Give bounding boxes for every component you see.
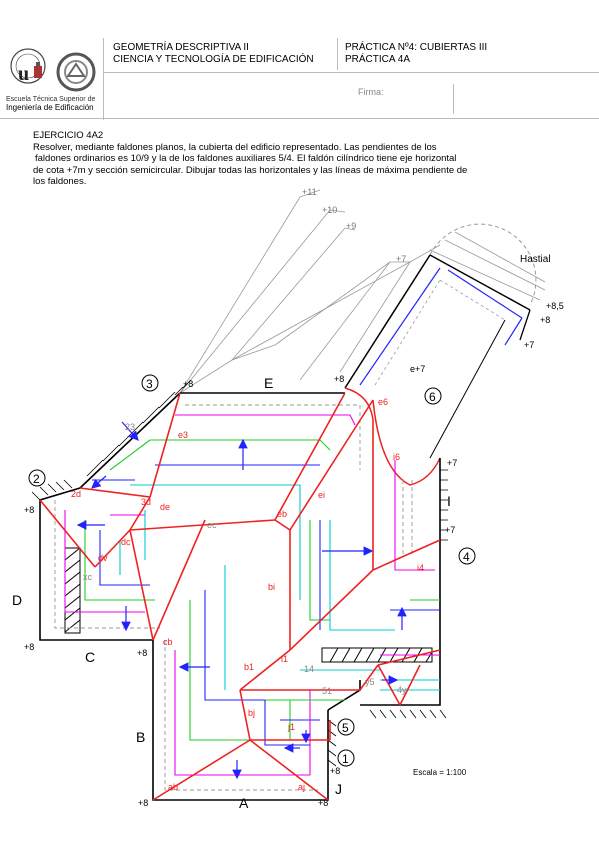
svg-text:+8: +8 [334, 374, 344, 384]
svg-text:eb: eb [277, 509, 287, 519]
svg-text:1: 1 [342, 752, 349, 766]
svg-text:+8: +8 [318, 798, 328, 808]
svg-text:cb: cb [163, 637, 173, 647]
building-perimeter [39, 392, 441, 801]
cylindrical-faldon [344, 223, 537, 486]
svg-text:14: 14 [304, 664, 314, 674]
svg-text:ab: ab [168, 782, 178, 792]
svg-text:e3: e3 [178, 430, 188, 440]
svg-text:3d: 3d [141, 497, 151, 507]
side-B: B [136, 729, 145, 745]
svg-text:+8,5: +8,5 [546, 301, 564, 311]
svg-text:ec: ec [207, 520, 217, 530]
svg-text:+8: +8 [137, 648, 147, 658]
svg-text:bj: bj [248, 708, 255, 718]
side-J: J [335, 781, 342, 797]
header: u Escuela Técnica Superior de Ingeniería… [0, 0, 599, 120]
svg-text:de: de [160, 502, 170, 512]
svg-text:+7: +7 [445, 525, 455, 535]
faldon-labels-gray: 23 ec xc 14 51 y5 4y [83, 422, 407, 696]
svg-text:+9: +9 [346, 221, 356, 231]
wall-hatching [31, 379, 448, 767]
school-seal-icon [56, 52, 96, 92]
horizontals-magenta [64, 414, 440, 776]
elevation-labels-dark: +8,5 +8 +7 +7 +7 +8 +8 +8 +8 +8 +8 +8 +8 [24, 301, 564, 808]
svg-text:xc: xc [83, 572, 93, 582]
chimney-left [64, 547, 81, 634]
school-name: Escuela Técnica Superior de Ingeniería d… [6, 96, 96, 112]
svg-text:j1: j1 [287, 722, 295, 732]
svg-text:+8: +8 [540, 315, 550, 325]
svg-text:2d: 2d [71, 489, 81, 499]
circle-3: 3 [141, 374, 159, 392]
elevation-labels: +11 +10 +9 +7 [302, 187, 406, 264]
ridge-lines [39, 392, 441, 801]
side-I: I [447, 493, 451, 509]
circle-6: 6 [424, 387, 442, 405]
svg-text:+8: +8 [138, 798, 148, 808]
university-logo-icon: u [10, 48, 46, 85]
svg-text:+8: +8 [24, 505, 34, 515]
svg-text:4y: 4y [397, 685, 407, 695]
svg-text:i4: i4 [417, 563, 424, 573]
side-E: E [264, 375, 273, 391]
svg-text:6: 6 [429, 390, 436, 404]
circle-1: 1 [337, 749, 355, 767]
horizontals-cyan [119, 484, 440, 691]
circled-numbers: 1 2 3 4 5 6 [28, 374, 476, 767]
svg-text:+7: +7 [524, 340, 534, 350]
svg-text:+7: +7 [447, 458, 457, 468]
svg-text:+10: +10 [322, 205, 337, 215]
svg-text:y5: y5 [365, 677, 375, 687]
side-D: D [12, 592, 22, 608]
side-C: C [85, 649, 95, 665]
auxiliary-planes [179, 189, 546, 394]
slope-arrows [76, 421, 407, 780]
circle-5: 5 [337, 718, 355, 736]
horizontals-gray [54, 404, 413, 791]
circle-4: 4 [458, 547, 476, 565]
svg-text:+8: +8 [183, 379, 193, 389]
svg-text:e6: e6 [378, 397, 388, 407]
signature-label: Firma: [358, 87, 384, 97]
svg-text:dv: dv [98, 553, 108, 563]
svg-text:51: 51 [322, 686, 332, 696]
side-A: A [239, 795, 249, 811]
svg-text:+11: +11 [302, 187, 317, 197]
svg-text:ei: ei [318, 490, 325, 500]
svg-text:+7: +7 [396, 254, 406, 264]
svg-text:i6: i6 [393, 452, 400, 462]
cylinder-elevation-label: e+7 [410, 364, 425, 374]
side-letters: A B C D E I J [12, 375, 451, 811]
horizontals-blue [92, 464, 440, 746]
hastial-label: Hastial [520, 254, 551, 265]
svg-text:u: u [18, 63, 29, 85]
exercise-title: EJERCICIO 4A2 [33, 130, 104, 141]
course-title: GEOMETRÍA DESCRIPTIVA II CIENCIA Y TECNO… [113, 42, 314, 65]
svg-text:b1: b1 [244, 662, 254, 672]
scale-label: Escala = 1:100 [413, 768, 467, 777]
svg-text:5: 5 [342, 721, 349, 735]
svg-text:bi: bi [268, 582, 275, 592]
svg-text:23: 23 [125, 422, 135, 432]
circle-2: 2 [28, 469, 46, 487]
svg-text:3: 3 [146, 377, 153, 391]
svg-text:+8: +8 [24, 642, 34, 652]
svg-text:2: 2 [33, 472, 40, 486]
svg-text:aj: aj [298, 782, 305, 792]
svg-text:dc: dc [121, 537, 131, 547]
svg-text:4: 4 [463, 550, 470, 564]
svg-text:i1: i1 [281, 654, 288, 664]
practice-title: PRÁCTICA Nº4: CUBIERTAS III PRÁCTICA 4A [345, 42, 488, 65]
svg-text:+8: +8 [330, 766, 340, 776]
exercise-statement: EJERCICIO 4A2 Resolver, mediante faldone… [33, 130, 553, 188]
faldon-labels-red: e3 e6 i6 2d 3d de eb ei dc dv bi cb b1 i… [71, 397, 424, 792]
